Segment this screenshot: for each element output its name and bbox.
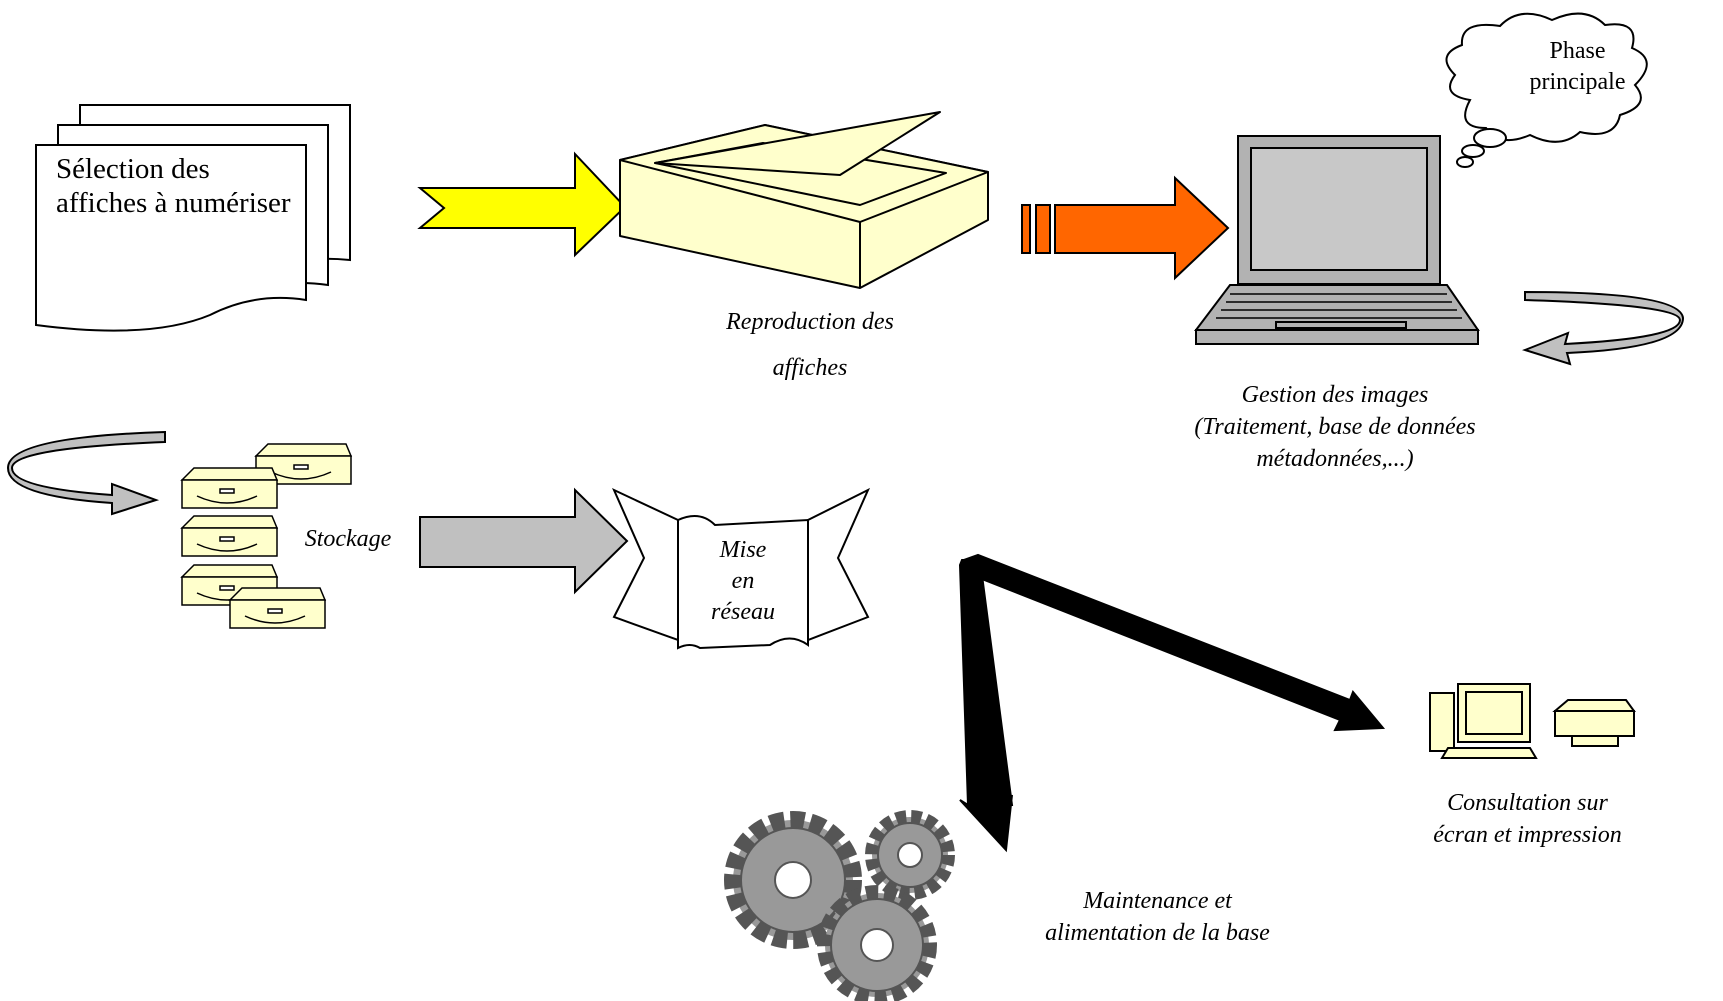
black-arrows [958, 553, 1386, 853]
callout-line1: Phase [1549, 38, 1606, 64]
maintenance-line1: Maintenance et [1083, 888, 1232, 914]
gestion-label-line2: (Traitement, base de données [1194, 414, 1476, 440]
callout-line2: principale [1529, 69, 1626, 95]
mise-line1: Mise [719, 537, 767, 563]
consultation-line1: Consultation sur [1447, 790, 1608, 816]
cycle-arrow-icon [1521, 290, 1685, 366]
phase-principale-callout: Phase principale [1495, 36, 1660, 98]
network-banner-icon [612, 487, 871, 650]
mise-line2: en [731, 568, 755, 594]
yellow-arrow [417, 151, 627, 258]
document-stack-icon [35, 104, 351, 332]
consultation-label: Consultation sur écran et impression [1395, 787, 1660, 851]
selection-label: Sélection des affiches à numériser [56, 153, 291, 219]
gestion-label-line3: métadonnées,...) [1256, 446, 1414, 472]
reproduction-label-line1: Reproduction des [726, 309, 894, 335]
gestion-label-line1: Gestion des images [1241, 382, 1429, 408]
flatbed-scanner-icon [619, 111, 989, 289]
reproduction-label-line2: affiches [772, 355, 848, 381]
disk-drive-stack-icon [180, 443, 353, 629]
mise-en-reseau-label: Mise en réseau [688, 535, 798, 628]
maintenance-label: Maintenance et alimentation de la base [1000, 885, 1315, 949]
reproduction-label: Reproduction des affiches [645, 306, 975, 384]
laptop-icon [1193, 135, 1480, 345]
cycle-arrow-icon [6, 430, 166, 516]
gears-icon [724, 810, 955, 1001]
printer-icon [1552, 699, 1636, 747]
stockage-label: Stockage [304, 526, 392, 552]
gray-arrow [419, 487, 629, 595]
orange-arrow [1021, 175, 1230, 281]
thought-cloud-icon [1445, 12, 1648, 168]
desktop-computer-icon [1429, 683, 1538, 759]
maintenance-line2: alimentation de la base [1045, 920, 1270, 946]
mise-line3: réseau [711, 599, 775, 625]
consultation-line2: écran et impression [1433, 822, 1622, 848]
gestion-label: Gestion des images (Traitement, base de … [1125, 379, 1545, 475]
